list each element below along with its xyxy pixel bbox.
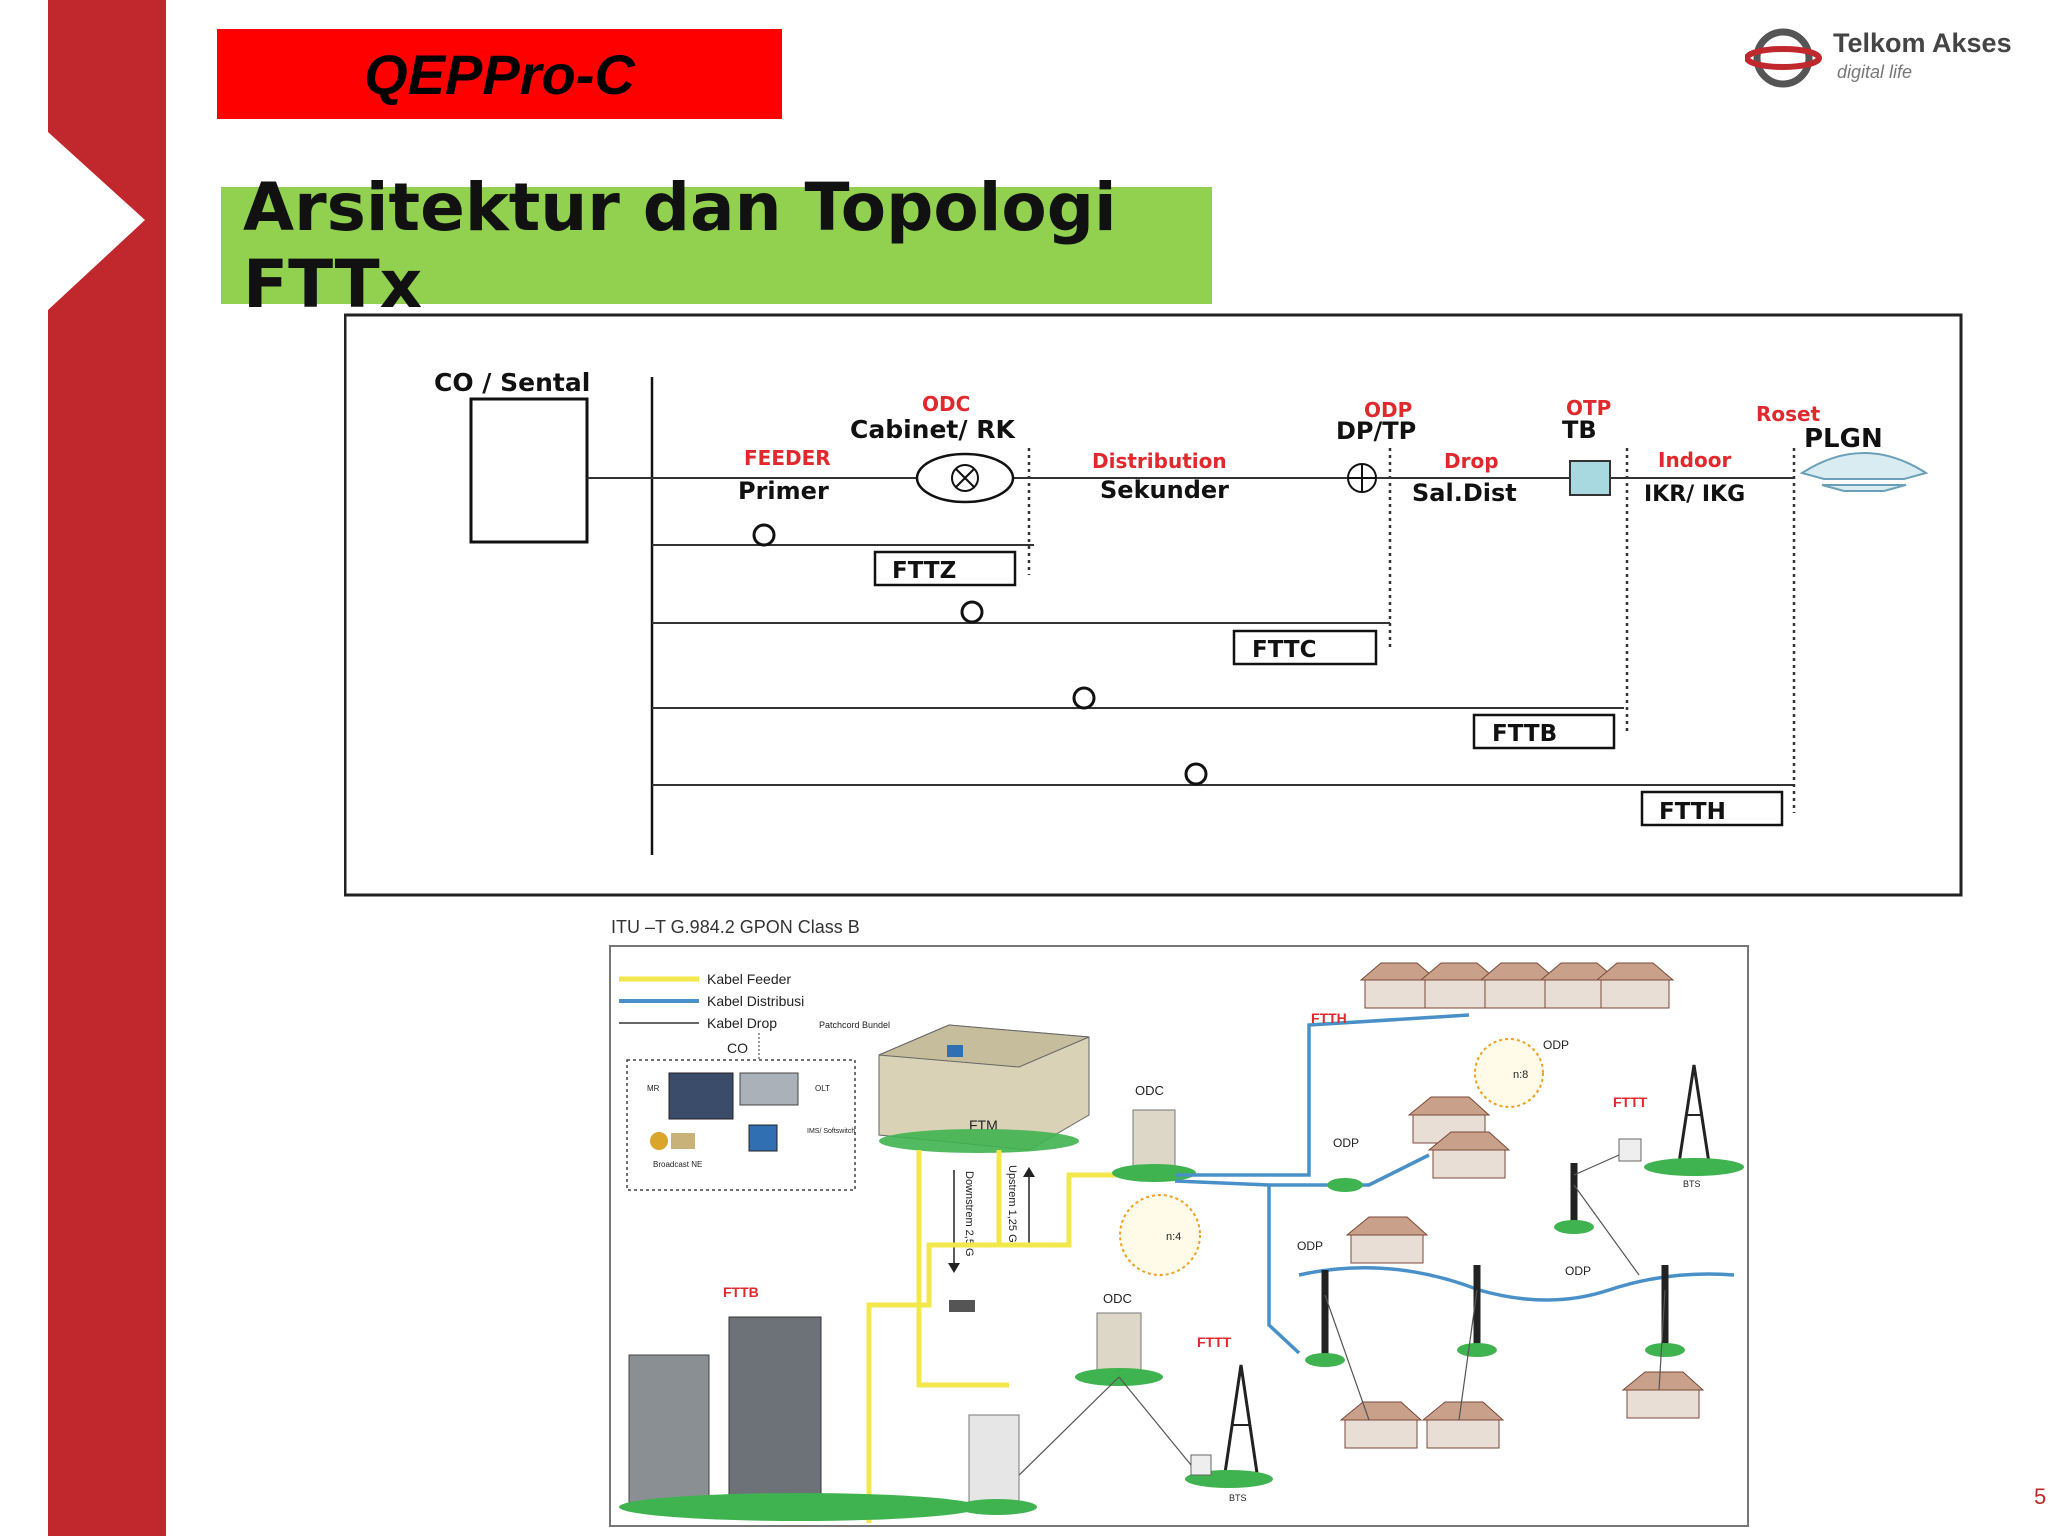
downstream-label: Downstrem 2,5 G — [963, 1171, 975, 1257]
ftth-label: FTTH — [1659, 799, 1726, 825]
bts-tower-right-icon — [1618, 1064, 1744, 1176]
ftth-houses — [1359, 962, 1675, 1009]
office-buildings-icon — [619, 1316, 1037, 1521]
odc-tag: ODC — [922, 392, 970, 416]
co-label: CO / Sental — [434, 368, 590, 397]
mr-rack-icon — [668, 1072, 734, 1120]
utility-poles — [1305, 1163, 1685, 1367]
splitter-mark — [960, 600, 984, 624]
satellite-dish-icon — [650, 1132, 668, 1150]
ftth-box — [1640, 790, 1784, 827]
splitter-mark — [752, 523, 776, 547]
logo-name: Telkom Akses — [1833, 28, 2012, 58]
splitter-n8-icon — [1474, 1038, 1544, 1108]
co-box — [469, 397, 589, 544]
roset-label: PLGN — [1804, 424, 1883, 454]
odp-tag: ODP — [1364, 398, 1412, 422]
odp-low-label: ODP — [1297, 1239, 1323, 1253]
fttb-label: FTTB — [723, 1284, 759, 1300]
ftm-label: FTM — [969, 1117, 998, 1133]
odp-top-label: ODP — [1543, 1038, 1569, 1052]
bts-bottom-label: BTS — [1229, 1493, 1247, 1503]
upstream-label: Upstrem 1,25 G — [1006, 1165, 1018, 1243]
odp-right-label: ODP — [1565, 1264, 1591, 1278]
fttb-label: FTTB — [1492, 721, 1557, 747]
otp-tag: OTP — [1566, 396, 1611, 420]
fttz-box — [873, 550, 1017, 587]
fttc-label: FTTC — [1252, 637, 1317, 663]
legend-drop: Kabel Drop — [707, 1015, 777, 1031]
distribution-label: Sekunder — [1100, 476, 1229, 504]
fttz-label: FTTZ — [892, 558, 956, 584]
logo-tagline: digital life — [1837, 62, 1913, 82]
odp-label: DP/TP — [1336, 417, 1416, 445]
program-badge: QEPPro-C — [217, 29, 782, 119]
broadcast-label: Broadcast NE — [653, 1160, 702, 1169]
feeder-label: Primer — [738, 477, 829, 505]
drop-label: Sal.Dist — [1412, 479, 1517, 507]
splitter-mark — [1184, 762, 1208, 786]
page-title: Arsitektur dan Topologi FTTx — [243, 168, 1117, 323]
odc-cabinet-bottom-icon — [1096, 1312, 1142, 1374]
odc-label: Cabinet/ RK — [850, 415, 1016, 444]
co-label: CO — [727, 1040, 748, 1056]
drop-tag: Drop — [1444, 449, 1499, 473]
splice-closure-icon — [949, 1300, 975, 1312]
ftm-ground — [879, 1129, 1079, 1153]
ratio-8-label: n:8 — [1513, 1069, 1528, 1081]
legend-feeder: Kabel Feeder — [707, 971, 791, 987]
roset-tag: Roset — [1756, 402, 1821, 426]
distribution-tag: Distribution — [1092, 449, 1227, 473]
logo-mark-icon — [1744, 28, 1822, 88]
ratio-4-label: n:4 — [1166, 1231, 1181, 1243]
page-number: 5 — [2034, 1484, 2047, 1509]
otp-label: TB — [1562, 416, 1597, 444]
roset-phone-icon — [1799, 452, 1929, 480]
fttt-top-label: FTTT — [1613, 1094, 1648, 1110]
odp-mid-label: ODP — [1333, 1136, 1359, 1150]
odc-top-label: ODC — [1135, 1083, 1164, 1098]
gpon-network-diagram: Kabel Feeder Kabel Distribusi Kabel Drop… — [609, 945, 1749, 1527]
odc-cabinet-top-icon — [1132, 1109, 1176, 1171]
legend-patchcord: Patchcord Bundel — [819, 1020, 890, 1030]
feeder-tag: FEEDER — [744, 446, 831, 470]
olt-label: OLT — [815, 1084, 830, 1093]
splitter-mark — [1072, 686, 1096, 710]
feeder-cable — [866, 1150, 1002, 1523]
co-equipment-box — [626, 1059, 856, 1191]
title-banner: Arsitektur dan Topologi FTTx — [221, 169, 1212, 323]
left-chevron-shape — [0, 0, 145, 1536]
drop-cables — [1008, 1154, 1666, 1486]
indoor-tag: Indoor — [1658, 448, 1731, 472]
odc-cross-icon — [951, 464, 979, 492]
fttc-box — [1232, 629, 1378, 666]
ims-server-icon — [748, 1124, 778, 1152]
bts-tower-bottom-icon — [1185, 1364, 1273, 1488]
fttt-bottom-label: FTTT — [1197, 1334, 1232, 1350]
fttx-topology-diagram: CO / Sental ODC Cabinet/ RK FEEDER Prime… — [344, 313, 1963, 897]
residential-houses — [1339, 1096, 1705, 1449]
otp-box-icon — [1569, 460, 1611, 496]
indoor-label: IKR/ IKG — [1644, 482, 1745, 507]
legend-distribusi: Kabel Distribusi — [707, 993, 804, 1009]
telkom-akses-logo: Telkom Akses digital life — [1744, 22, 2035, 94]
odc-bottom-label: ODC — [1103, 1291, 1132, 1306]
fttb-box — [1472, 713, 1616, 750]
mr-label: MR — [647, 1084, 660, 1093]
distribution-cable — [1175, 1013, 1470, 1177]
bts-top-label: BTS — [1683, 1179, 1701, 1189]
program-label: QEPPro-C — [364, 42, 635, 106]
broadcast-box-icon — [671, 1133, 695, 1149]
ftth-label: FTTH — [1311, 1010, 1347, 1026]
ims-label: IMS/ Softswitch — [807, 1128, 855, 1135]
splitter-n4-icon — [1119, 1194, 1201, 1276]
gpon-caption: ITU –T G.984.2 GPON Class B — [611, 917, 860, 937]
olt-rack-icon — [739, 1072, 799, 1106]
